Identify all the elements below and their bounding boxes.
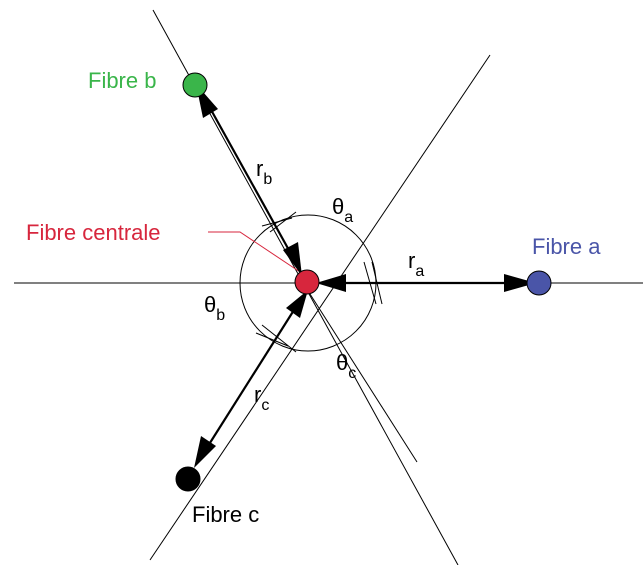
axis-line-theta-c — [302, 282, 418, 463]
fibre-centrale-label: Fibre centrale — [26, 220, 161, 245]
fibre-centrale-marker — [294, 269, 320, 295]
arrowhead-r-b-start — [283, 242, 302, 276]
r-a-label: ra — [408, 248, 424, 280]
theta-c-label: θc — [336, 350, 356, 382]
fibre-b-marker — [182, 72, 208, 98]
arrowhead-r-c-end — [194, 436, 216, 468]
arrowhead-r-a-start — [316, 274, 346, 292]
theta-a-label: θa — [332, 194, 353, 226]
r-c-label: rc — [254, 382, 269, 414]
theta-b-label: θb — [204, 292, 225, 324]
r-b-label: rb — [256, 156, 272, 188]
vector-r-c — [207, 309, 295, 447]
fibre-a-marker — [526, 270, 552, 296]
vector-r-b — [209, 107, 291, 253]
fibre-a-label: Fibre a — [532, 234, 601, 259]
fibre-c-label: Fibre c — [192, 502, 259, 527]
arrowhead-r-c-start — [286, 290, 308, 318]
angle-ticks — [255, 211, 383, 353]
fibre-c-marker — [175, 466, 201, 492]
axis-line-c-side — [149, 54, 491, 561]
arrowhead-r-a-end — [504, 274, 536, 292]
fibre-centrale-leader — [208, 231, 301, 273]
fibre-b-label: Fibre b — [88, 68, 156, 93]
